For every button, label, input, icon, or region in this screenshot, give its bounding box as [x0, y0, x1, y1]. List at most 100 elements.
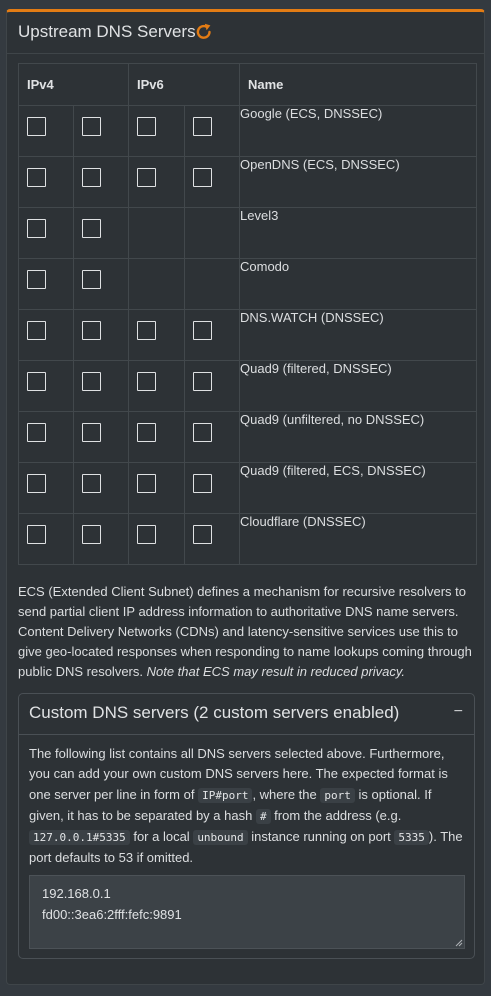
ipv4-cell [18, 105, 74, 157]
ipv4-cell [73, 462, 129, 514]
empty-cell [128, 258, 185, 310]
table-row: Quad9 (filtered, DNSSEC) [18, 360, 477, 412]
ipv4-checkbox-1[interactable] [27, 423, 46, 442]
ipv6-checkbox-2[interactable] [193, 525, 212, 544]
panel-header: Upstream DNS Servers [7, 12, 484, 54]
header-name: Name [239, 63, 477, 106]
ipv4-cell [18, 411, 74, 463]
ipv4-checkbox-1[interactable] [27, 321, 46, 340]
ipv4-cell [73, 513, 129, 565]
ecs-privacy-note: Note that ECS may result in reduced priv… [146, 664, 406, 679]
ipv6-cell [184, 105, 240, 157]
server-name: Google (ECS, DNSSEC) [239, 105, 477, 157]
ipv6-cell [128, 411, 185, 463]
ipv4-checkbox-2[interactable] [82, 423, 101, 442]
ipv6-checkbox-1[interactable] [137, 474, 156, 493]
ipv6-cell [128, 309, 185, 361]
server-name: Quad9 (filtered, ECS, DNSSEC) [239, 462, 477, 514]
table-row: OpenDNS (ECS, DNSSEC) [18, 156, 477, 208]
custom-dns-panel: Custom DNS servers (2 custom servers ena… [18, 693, 475, 959]
desc-part: , where the [252, 786, 321, 802]
ipv4-cell [73, 258, 129, 310]
ipv6-cell [128, 156, 185, 208]
empty-cell [128, 207, 185, 259]
collapse-button[interactable]: − [453, 703, 463, 720]
custom-dns-description: The following list contains all DNS serv… [29, 744, 466, 869]
ipv6-checkbox-1[interactable] [137, 372, 156, 391]
ipv6-cell [128, 462, 185, 514]
ipv4-cell [73, 105, 129, 157]
custom-servers-textarea[interactable]: 192.168.0.1 fd00::3ea6:2fff:fefc:9891 [29, 875, 465, 949]
ipv4-cell [73, 156, 129, 208]
desc-part: The following list contains all DNS serv… [29, 746, 448, 802]
ipv4-checkbox-1[interactable] [27, 474, 46, 493]
ipv4-cell [73, 207, 129, 259]
ipv4-cell [18, 462, 74, 514]
ipv4-checkbox-2[interactable] [82, 372, 101, 391]
ipv4-checkbox-2[interactable] [82, 117, 101, 136]
table-row: Google (ECS, DNSSEC) [18, 105, 477, 157]
ipv4-checkbox-1[interactable] [27, 525, 46, 544]
dns-server-table: IPv4 IPv6 Name Google (ECS, DNSSEC)OpenD… [18, 63, 477, 565]
ipv4-checkbox-1[interactable] [27, 219, 46, 238]
ipv6-cell [184, 360, 240, 412]
ipv4-checkbox-2[interactable] [82, 525, 101, 544]
server-name: Quad9 (unfiltered, no DNSSEC) [239, 411, 477, 463]
ipv4-checkbox-1[interactable] [27, 168, 46, 187]
ipv4-checkbox-2[interactable] [82, 474, 101, 493]
ipv4-cell [18, 513, 74, 565]
ipv6-checkbox-1[interactable] [137, 423, 156, 442]
ipv6-checkbox-1[interactable] [137, 525, 156, 544]
ipv6-checkbox-1[interactable] [137, 117, 156, 136]
ipv6-cell [184, 411, 240, 463]
table-row: Quad9 (unfiltered, no DNSSEC) [18, 411, 477, 463]
ecs-description: ECS (Extended Client Subnet) defines a m… [18, 582, 478, 682]
ipv6-cell [184, 309, 240, 361]
table-row: Quad9 (filtered, ECS, DNSSEC) [18, 462, 477, 514]
ecs-text: ECS (Extended Client Subnet) defines a m… [18, 584, 472, 679]
ipv6-checkbox-2[interactable] [193, 474, 212, 493]
ipv4-checkbox-2[interactable] [82, 168, 101, 187]
custom-server-line: fd00::3ea6:2fff:fefc:9891 [42, 906, 182, 922]
resize-handle-icon[interactable] [454, 938, 463, 947]
custom-dns-header: Custom DNS servers (2 custom servers ena… [19, 694, 474, 735]
ipv4-checkbox-2[interactable] [82, 270, 101, 289]
ipv6-checkbox-1[interactable] [137, 168, 156, 187]
ipv6-cell [128, 513, 185, 565]
server-name: DNS.WATCH (DNSSEC) [239, 309, 477, 361]
ipv4-checkbox-1[interactable] [27, 270, 46, 289]
ipv4-cell [18, 258, 74, 310]
ipv4-cell [18, 156, 74, 208]
ipv4-cell [73, 411, 129, 463]
ipv4-cell [73, 309, 129, 361]
table-row: Level3 [18, 207, 477, 259]
refresh-icon[interactable] [194, 22, 214, 42]
server-name: Level3 [239, 207, 477, 259]
ipv6-checkbox-2[interactable] [193, 423, 212, 442]
ipv4-checkbox-1[interactable] [27, 372, 46, 391]
ipv6-checkbox-2[interactable] [193, 168, 212, 187]
server-name: Comodo [239, 258, 477, 310]
ipv6-cell [184, 462, 240, 514]
ipv4-checkbox-2[interactable] [82, 219, 101, 238]
header-ipv4: IPv4 [18, 63, 129, 106]
ipv6-checkbox-2[interactable] [193, 117, 212, 136]
ipv6-checkbox-2[interactable] [193, 321, 212, 340]
table-header-row: IPv4 IPv6 Name [18, 63, 477, 106]
ipv4-cell [18, 309, 74, 361]
panel-title: Upstream DNS Servers [18, 22, 196, 41]
desc-part: is optional. If given, it has to be sepa… [29, 786, 432, 823]
ipv4-checkbox-1[interactable] [27, 117, 46, 136]
desc-part: instance running on port [247, 829, 395, 845]
ipv6-cell [184, 156, 240, 208]
code-hash: # [255, 808, 271, 824]
desc-part: from the address (e.g. [270, 807, 402, 823]
server-name: Cloudflare (DNSSEC) [239, 513, 477, 565]
ipv6-checkbox-1[interactable] [137, 321, 156, 340]
ipv4-checkbox-2[interactable] [82, 321, 101, 340]
code-port: port [320, 787, 355, 803]
ipv6-checkbox-2[interactable] [193, 372, 212, 391]
custom-server-line: 192.168.0.1 [42, 886, 111, 901]
ipv6-cell [128, 105, 185, 157]
table-row: Cloudflare (DNSSEC) [18, 513, 477, 565]
